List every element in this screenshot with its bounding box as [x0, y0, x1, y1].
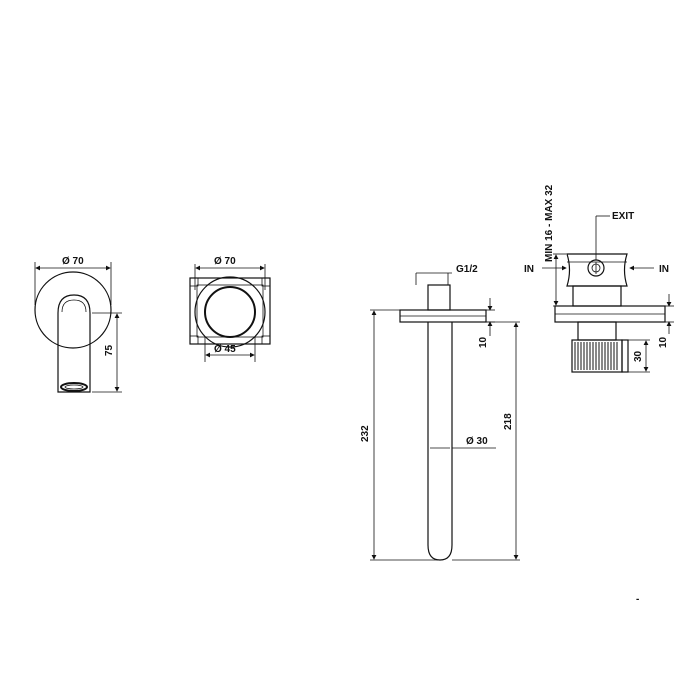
front-plate-view: Ø 70 Ø 45 [189, 256, 271, 362]
side-spout-thread-label: G1/2 [456, 264, 478, 275]
side-spout-plate-thickness-label: 10 [478, 336, 489, 348]
front-spout-diameter-label: Ø 70 [62, 256, 84, 267]
valve-inlet-right-label: IN [659, 264, 669, 275]
front-spout-view: Ø 70 75 [34, 256, 122, 393]
side-spout-length-label: 218 [503, 413, 514, 430]
side-spout-diameter-label: Ø 30 [466, 436, 488, 447]
knob-knurling [574, 342, 618, 370]
valve-plate-thickness-label: 10 [658, 336, 669, 348]
side-spout-view: G1/2 10 232 218 Ø 30 [360, 264, 520, 561]
valve-knob-length-label: 30 [633, 350, 644, 362]
stray-mark: - [636, 594, 639, 605]
valve-wall-range-label: MIN 16 - MAX 32 [544, 184, 555, 262]
side-spout-total-length-label: 232 [360, 425, 371, 442]
front-plate-outer-diameter-label: Ø 70 [214, 256, 236, 267]
valve-exit-label: EXIT [612, 211, 634, 222]
valve-inlet-left-label: IN [524, 264, 534, 275]
front-spout-depth-label: 75 [104, 344, 115, 356]
valve-body-view: EXIT IN IN MIN 16 - MAX 32 10 30 [524, 184, 674, 373]
front-plate-inner-diameter-label: Ø 45 [214, 344, 236, 355]
